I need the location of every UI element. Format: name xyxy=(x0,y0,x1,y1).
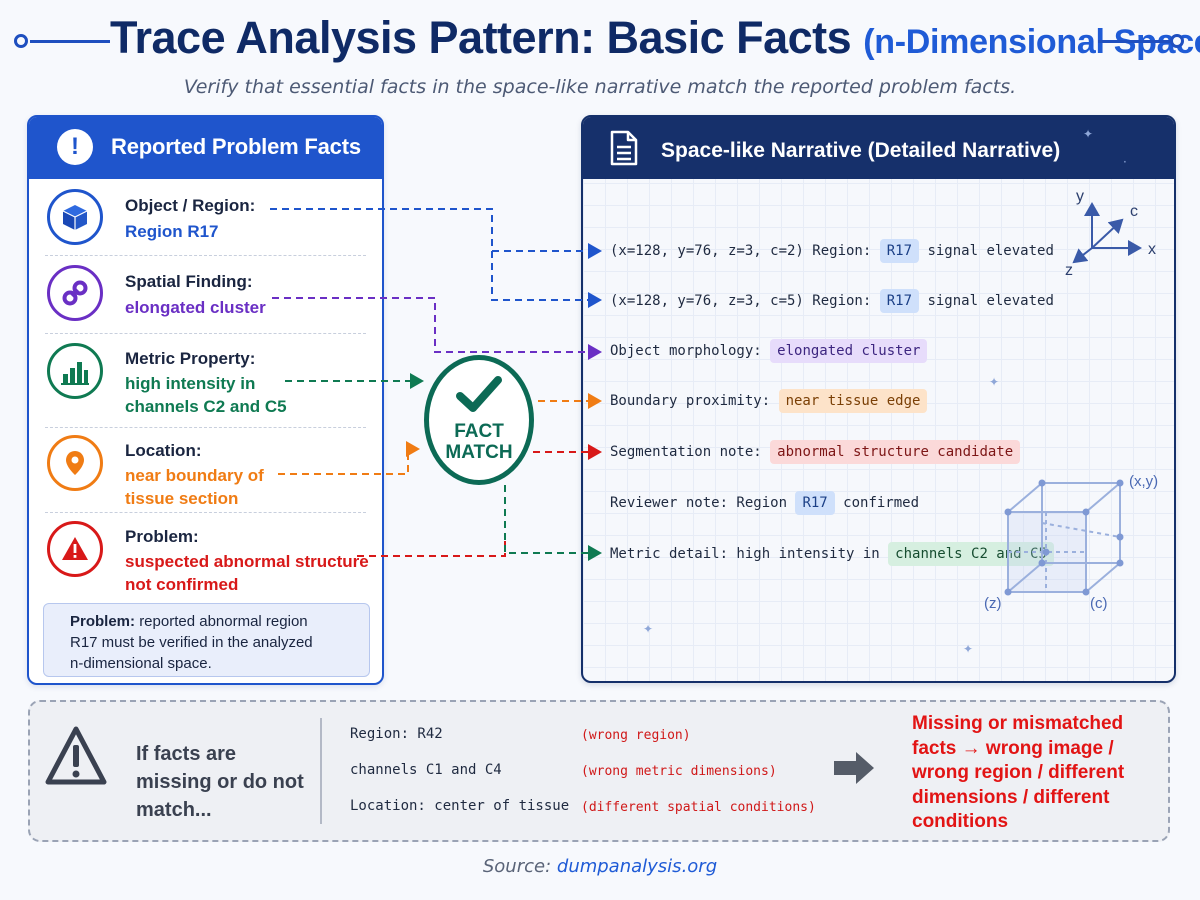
fact-divider xyxy=(45,255,366,256)
narrative-line: Metric detail: high intensity in channel… xyxy=(610,541,1054,567)
source-link[interactable]: dumpanalysis.org xyxy=(556,856,718,877)
segmentation-tag: abnormal structure candidate xyxy=(770,440,1021,464)
reported-facts-header: ! Reported Problem Facts xyxy=(29,117,382,179)
title-left-rule xyxy=(30,40,110,43)
sparkle-icon: ✦ xyxy=(963,642,974,656)
fact-value-line1: near boundary of xyxy=(125,466,264,485)
narrative-text: signal elevated xyxy=(919,243,1054,259)
fact-match-label: FACT MATCH xyxy=(429,421,529,463)
reported-facts-panel: ! Reported Problem Facts Object / Region… xyxy=(27,115,384,685)
fact-label: Location: xyxy=(125,441,202,460)
sparkle-icon: ✦ xyxy=(1083,127,1094,141)
mismatch-item: Region: R42 xyxy=(350,726,443,742)
fact-divider xyxy=(45,427,366,428)
mismatch-reason: (wrong region) xyxy=(581,728,691,743)
warning-triangle-icon xyxy=(45,726,107,785)
fact-value-line2: not confirmed xyxy=(125,575,239,594)
sparkle-icon: · xyxy=(1123,155,1127,169)
narrative-line: Segmentation note: abnormal structure ca… xyxy=(610,439,1021,465)
fact-value-line1: high intensity in xyxy=(125,374,256,393)
mismatch-divider xyxy=(320,718,322,824)
narrative-title: Space-like Narrative (Detailed Narrative… xyxy=(661,139,1061,162)
metric-tag: channels C2 and C5 xyxy=(888,542,1054,566)
fact-value-line2: tissue section xyxy=(125,489,239,508)
fact-value: elongated cluster xyxy=(125,298,266,317)
exclamation-icon: ! xyxy=(57,129,93,165)
problem-note-line1: Problem: reported abnormal region xyxy=(70,611,359,632)
fact-label: Object / Region: xyxy=(125,196,256,215)
narrative-line: Reviewer note: Region R17 confirmed xyxy=(610,490,919,516)
morphology-tag: elongated cluster xyxy=(770,339,928,363)
document-icon xyxy=(610,130,638,166)
narrative-text: Reviewer note: Region xyxy=(610,495,796,511)
sparkle-icon: ✦ xyxy=(989,375,1000,389)
warning-icon xyxy=(47,521,103,577)
fact-label: Problem: xyxy=(125,527,199,546)
narrative-line: (x=128, y=76, z=3, c=5) Region: R17 sign… xyxy=(610,288,1054,314)
mismatch-conclusion: Missing or mismatched facts → wrong imag… xyxy=(912,713,1125,832)
mismatch-warning-text: If facts are missing or do not match... xyxy=(136,743,304,821)
fact-divider xyxy=(45,512,366,513)
narrative-text: Object morphology: xyxy=(610,343,771,359)
title-left-dot xyxy=(14,34,28,48)
sparkle-icon: ✦ xyxy=(643,622,654,636)
problem-note-bold: Problem: xyxy=(70,613,136,630)
title-right-rule xyxy=(1098,40,1170,43)
fact-value: Region R17 xyxy=(125,222,219,241)
bar-chart-icon xyxy=(47,343,103,399)
narrative-text: Metric detail: high intensity in xyxy=(610,546,889,562)
narrative-text: confirmed xyxy=(834,495,920,511)
link-icon xyxy=(47,265,103,321)
title-main: Trace Analysis Pattern: Basic Facts xyxy=(110,12,852,63)
source-label: Source: xyxy=(482,856,552,877)
right-arrow-icon xyxy=(834,752,874,784)
mismatch-box: If facts are missing or do not match... … xyxy=(28,700,1170,842)
problem-note-line3: n-dimensional space. xyxy=(70,655,212,672)
mismatch-item: Location: center of tissue xyxy=(350,798,570,814)
title-right-dot xyxy=(1170,34,1184,48)
problem-note: Problem: reported abnormal region R17 mu… xyxy=(43,603,370,677)
reported-facts-title: Reported Problem Facts xyxy=(111,134,361,159)
mismatch-reason: (different spatial conditions) xyxy=(581,800,816,815)
page-title: Trace Analysis Pattern: Basic Facts (n-D… xyxy=(110,12,1200,64)
region-tag: R17 xyxy=(795,491,835,515)
narrative-text: (x=128, y=76, z=3, c=5) Region: xyxy=(610,293,880,309)
source-credit: Source: dumpanalysis.org xyxy=(0,856,1200,877)
cube-icon xyxy=(47,189,103,245)
fact-match-line2: MATCH xyxy=(445,442,513,463)
location-pin-icon xyxy=(47,435,103,491)
narrative-line: Boundary proximity: near tissue edge xyxy=(610,388,928,414)
narrative-line: Object morphology: elongated cluster xyxy=(610,338,928,364)
problem-note-line2: R17 must be verified in the analyzed xyxy=(70,634,313,651)
checkmark-icon xyxy=(456,376,502,412)
narrative-text: Boundary proximity: xyxy=(610,393,779,409)
fact-match-badge: FACT MATCH xyxy=(424,355,534,485)
fact-match-line1: FACT xyxy=(454,421,504,442)
region-tag: R17 xyxy=(879,289,920,313)
narrative-text: (x=128, y=76, z=3, c=2) Region: xyxy=(610,243,880,259)
narrative-line: (x=128, y=76, z=3, c=2) Region: R17 sign… xyxy=(610,238,1054,264)
fact-value-line2: channels C2 and C5 xyxy=(125,397,287,416)
problem-note-rest: reported abnormal region xyxy=(139,613,308,630)
narrative-text: Segmentation note: xyxy=(610,444,771,460)
region-tag: R17 xyxy=(879,239,920,263)
boundary-tag: near tissue edge xyxy=(778,389,928,413)
page-subtitle: Verify that essential facts in the space… xyxy=(183,76,1017,98)
narrative-text: signal elevated xyxy=(919,293,1054,309)
fact-label: Metric Property: xyxy=(125,349,256,368)
narrative-header: Space-like Narrative (Detailed Narrative… xyxy=(583,117,1174,179)
fact-label: Spatial Finding: xyxy=(125,272,253,291)
mismatch-item: channels C1 and C4 xyxy=(350,762,502,778)
mismatch-reason: (wrong metric dimensions) xyxy=(581,764,777,779)
title-row: Trace Analysis Pattern: Basic Facts (n-D… xyxy=(0,8,1200,72)
fact-divider xyxy=(45,333,366,334)
fact-value-line1: suspected abnormal structure xyxy=(125,552,369,571)
